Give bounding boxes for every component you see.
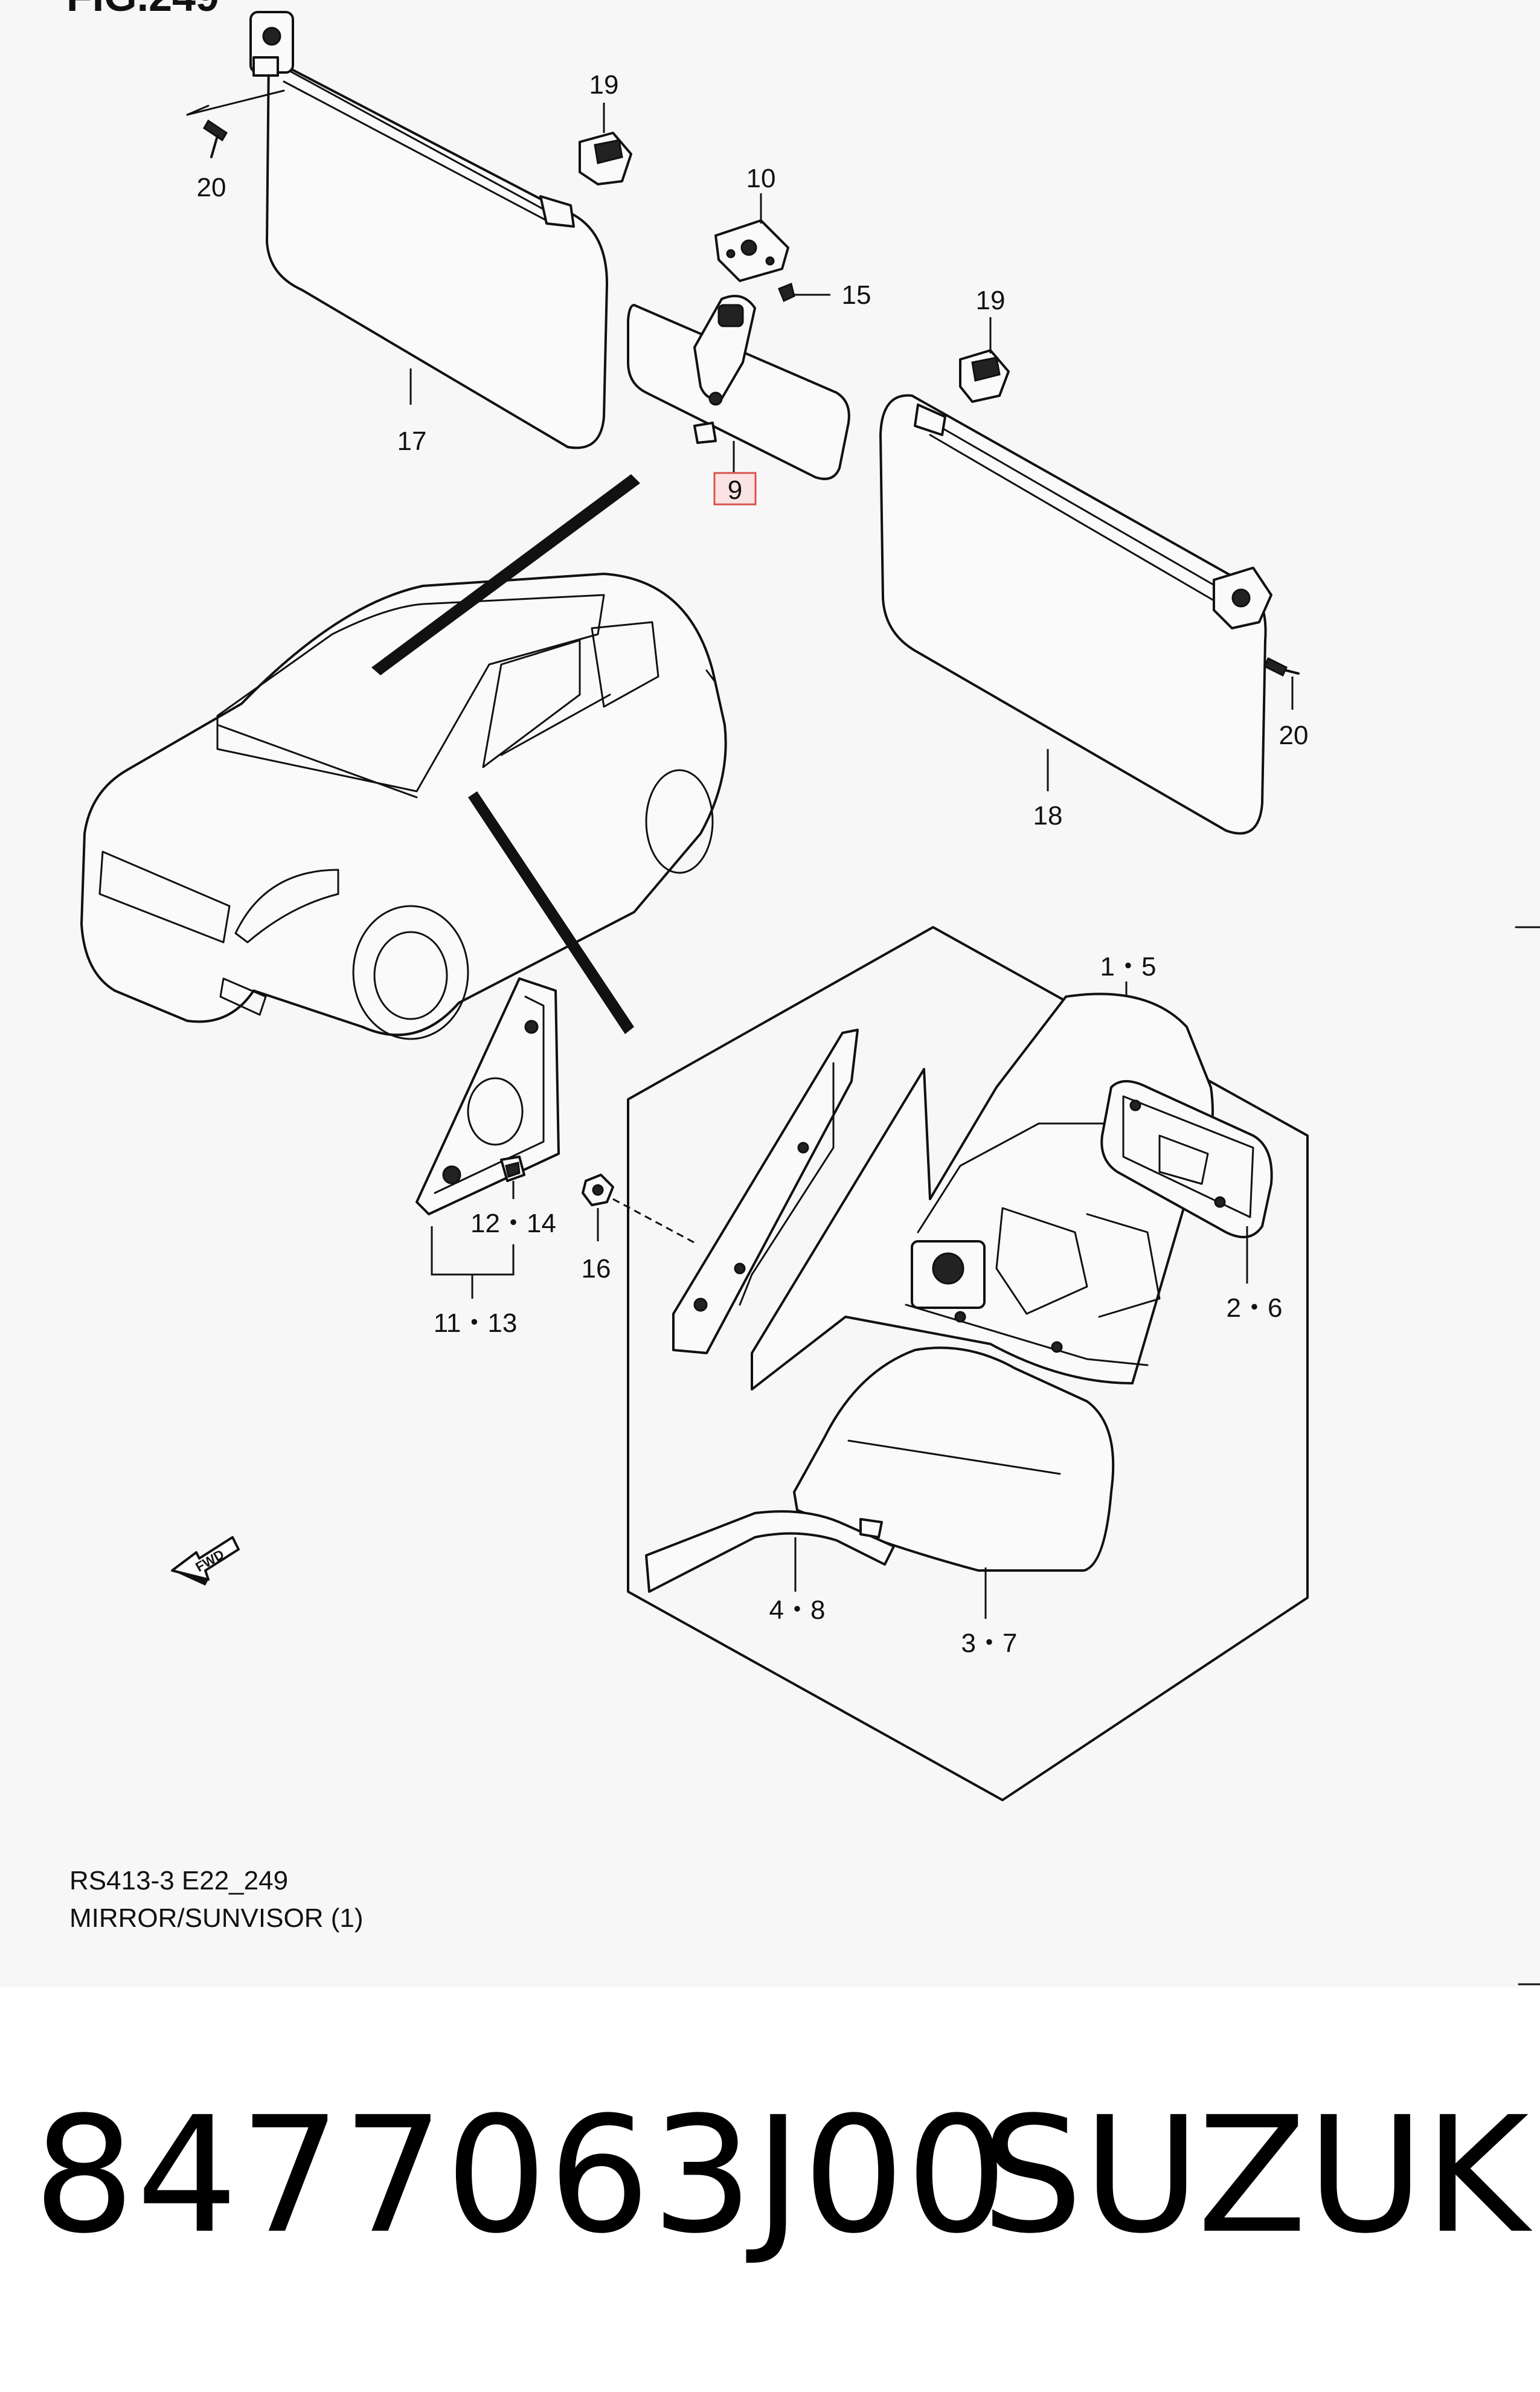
callout-10[interactable]: 10 [746,164,776,193]
callout-4-8[interactable]: 4・8 [769,1595,826,1625]
callout-19a[interactable]: 19 [589,70,619,100]
visor-clip-end [539,195,575,228]
fwd-arrow-icon: FWD [171,1536,240,1586]
visor-clip-end-right [914,403,946,436]
screw-20-left [186,89,285,158]
sunvisor-right[interactable] [879,394,1272,835]
callout-11-13[interactable]: 11・13 [434,1308,518,1338]
callout-1-5[interactable]: 1・5 [1100,952,1157,982]
car-illustration [80,573,727,1040]
mirror-cover-3-7[interactable] [793,1346,1115,1572]
callout-18[interactable]: 18 [1033,801,1063,831]
callout-19b[interactable]: 19 [976,286,1006,315]
screw-20-right [1263,657,1300,710]
callout-16[interactable]: 16 [582,1254,611,1284]
dashed-guide-16 [612,1198,698,1246]
visor-hinge-right [1213,567,1272,629]
pointer-line-bottom [468,791,634,1034]
nut-16[interactable] [582,1174,614,1206]
figure-name: MIRROR/SUNVISOR (1) [69,1903,363,1933]
callout-20a[interactable]: 20 [197,173,226,202]
visor-holder-19-right[interactable] [959,349,1010,403]
figure-title: FIG.249 [66,0,219,20]
mirror-housing-inner[interactable] [751,992,1214,1391]
footer-banner [0,1987,1540,2392]
pointer-line-top [371,474,640,675]
diagram-panel: FIG.249 [66,0,1540,1985]
callout-17[interactable]: 17 [397,426,427,456]
rearview-mirror-9[interactable] [627,295,850,480]
highlight-box-9 [713,472,757,506]
visor-hinge-left [249,11,294,77]
sunvisor-left[interactable] [249,11,608,449]
figure-code: RS413-3 E22_249 [69,1866,288,1895]
mirror-base-10[interactable] [714,219,789,282]
callout-2-6[interactable]: 2・6 [1227,1293,1283,1323]
visor-holder-19-left[interactable] [579,132,632,185]
callout-15[interactable]: 15 [842,280,871,310]
callout-20b[interactable]: 20 [1279,721,1309,750]
mirror-base-bracket[interactable] [672,1029,859,1354]
exploded-view-frame [627,926,1309,1801]
screw-15 [778,282,830,303]
callout-12-14[interactable]: 12・14 [470,1209,556,1238]
mirror-glass-2-6[interactable] [1100,1080,1273,1238]
mirror-garnish-11-13[interactable] [415,977,560,1215]
clip-12-14 [500,1156,525,1182]
callout-3-7[interactable]: 3・7 [961,1628,1018,1658]
part-number: 8477063J00 [33,2083,1009,2269]
brand-name: SUZUKI [981,2083,1540,2269]
garnish-strip-4-8[interactable] [645,1510,895,1593]
callout-9[interactable]: 9 [728,475,742,505]
parts-diagram: FIG.249 [66,0,1540,1985]
